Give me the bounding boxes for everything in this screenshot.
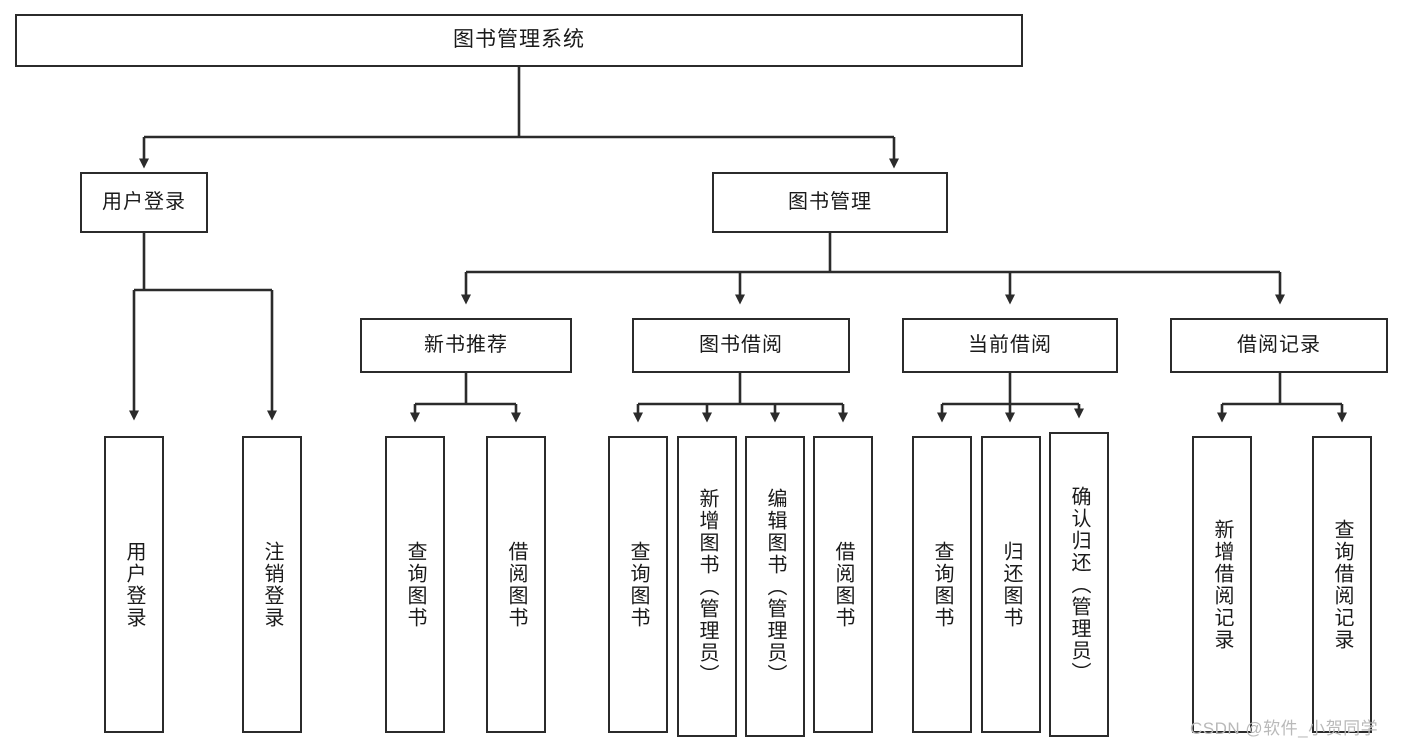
node-label: 图书借阅 — [699, 334, 783, 356]
node-label: 借阅记录 — [1237, 334, 1321, 356]
node-label: 查询借阅记录 — [1331, 518, 1353, 651]
leaf-new-book-borrow-books[interactable]: 借阅图书 — [486, 436, 546, 733]
node-label: 查询图书 — [404, 540, 426, 629]
leaf-new-book-query-books[interactable]: 查询图书 — [385, 436, 445, 733]
node-label: 查询图书 — [627, 540, 649, 629]
node-label: 借阅图书 — [832, 540, 854, 629]
watermark-text: CSDN @软件_小贺同学 — [1190, 719, 1379, 738]
leaf-book-borrow-query-books[interactable]: 查询图书 — [608, 436, 668, 733]
node-label: 当前借阅 — [968, 334, 1052, 356]
leaf-borrow-records-query-record[interactable]: 查询借阅记录 — [1312, 436, 1372, 733]
node-label: 注销登录 — [261, 540, 283, 629]
node-label: 归还图书 — [1000, 540, 1022, 629]
leaf-book-borrow-edit-book-admin[interactable]: 编辑图书（管理员） — [745, 436, 805, 737]
node-borrow-records[interactable]: 借阅记录 — [1170, 318, 1388, 373]
leaf-current-borrow-query-books[interactable]: 查询图书 — [912, 436, 972, 733]
node-book-borrow[interactable]: 图书借阅 — [632, 318, 850, 373]
node-label: 新增图书（管理员） — [696, 487, 718, 686]
leaf-book-borrow-add-book-admin[interactable]: 新增图书（管理员） — [677, 436, 737, 737]
leaf-current-borrow-confirm-return-admin[interactable]: 确认归还（管理员） — [1049, 432, 1109, 737]
node-label: 确认归还（管理员） — [1068, 485, 1090, 684]
node-current-borrow[interactable]: 当前借阅 — [902, 318, 1118, 373]
node-label: 新增借阅记录 — [1211, 518, 1233, 651]
leaf-user-login-logout[interactable]: 注销登录 — [242, 436, 302, 733]
node-label: 借阅图书 — [505, 540, 527, 629]
node-label: 用户登录 — [102, 191, 186, 213]
node-label: 新书推荐 — [424, 334, 508, 356]
leaf-current-borrow-return-books[interactable]: 归还图书 — [981, 436, 1041, 733]
node-label: 图书管理 — [788, 191, 872, 213]
leaf-user-login-login[interactable]: 用户登录 — [104, 436, 164, 733]
leaf-book-borrow-borrow-books[interactable]: 借阅图书 — [813, 436, 873, 733]
node-label: 图书管理系统 — [453, 28, 585, 52]
node-new-book-recommend[interactable]: 新书推荐 — [360, 318, 572, 373]
node-label: 编辑图书（管理员） — [764, 487, 786, 686]
node-user-login[interactable]: 用户登录 — [80, 172, 208, 233]
node-book-management[interactable]: 图书管理 — [712, 172, 948, 233]
node-label: 用户登录 — [123, 540, 145, 629]
node-label: 查询图书 — [931, 540, 953, 629]
leaf-borrow-records-add-record[interactable]: 新增借阅记录 — [1192, 436, 1252, 733]
node-root-book-management-system[interactable]: 图书管理系统 — [15, 14, 1023, 67]
